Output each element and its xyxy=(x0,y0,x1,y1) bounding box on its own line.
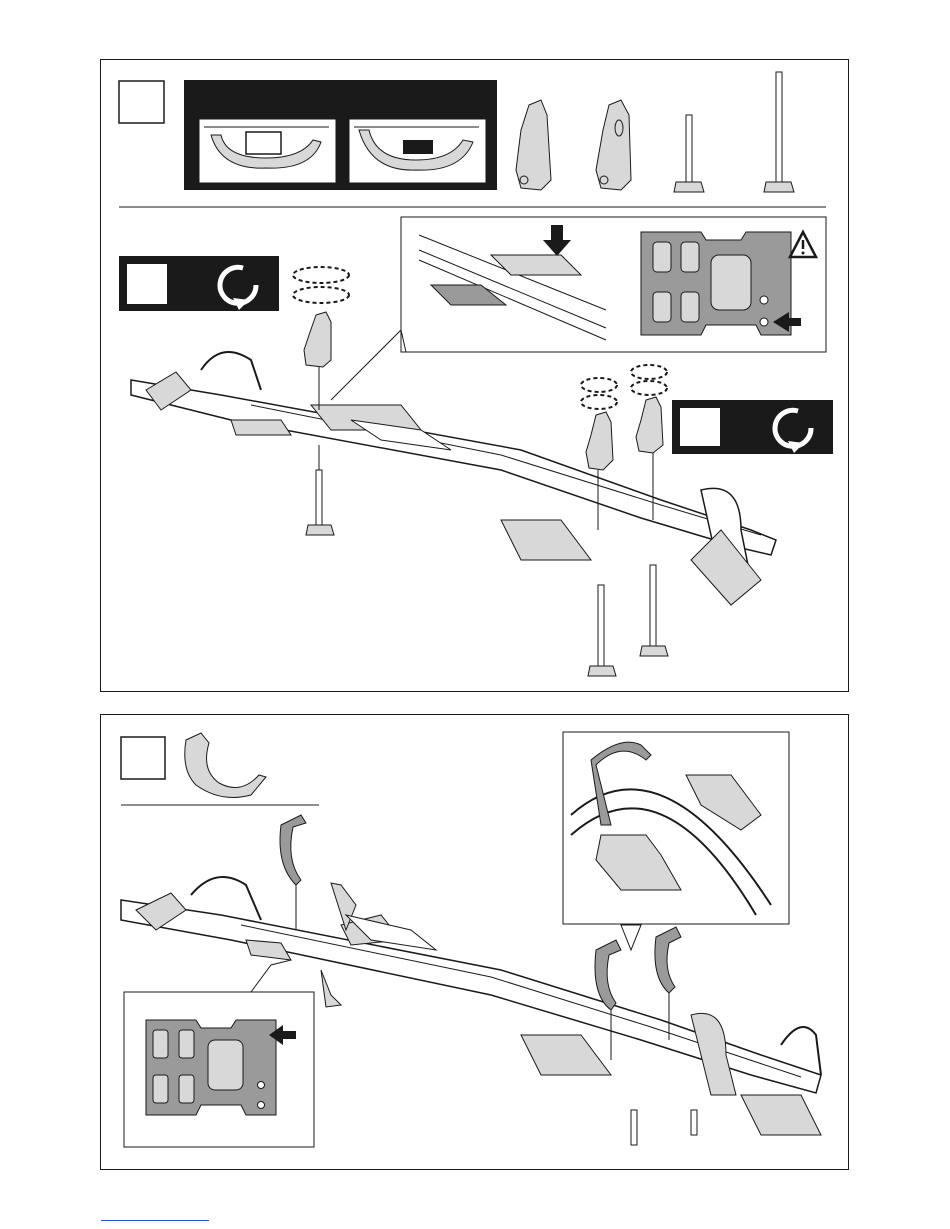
footer-link-underline xyxy=(101,1220,209,1221)
step-2-illustration xyxy=(101,715,850,1171)
step-panel-2 xyxy=(100,714,849,1170)
callout-pointer xyxy=(331,330,406,400)
step-panel-1 xyxy=(100,59,849,692)
strap-part-icon xyxy=(185,733,266,797)
detail-inset-plate xyxy=(124,960,314,1147)
step-number-box xyxy=(121,737,165,779)
detail-inset-top xyxy=(401,217,826,352)
step-1-illustration xyxy=(101,60,850,693)
long-t-bolt-placed-a xyxy=(588,585,616,676)
detail-inset-strap xyxy=(563,732,789,950)
strap-holder-rotate-left xyxy=(293,267,349,410)
short-t-bolt-placed xyxy=(306,445,334,535)
step-number-box xyxy=(119,81,164,123)
strap-holder-part-a xyxy=(516,100,551,190)
rotate-instruction-box-right xyxy=(672,400,833,454)
strap-holder-part-b xyxy=(596,100,631,190)
bike-rack-illustration xyxy=(131,352,776,605)
strap-placed-left xyxy=(280,815,306,930)
long-t-bolt xyxy=(764,72,794,192)
rotate-instruction-box-left xyxy=(119,256,279,311)
short-t-bolt xyxy=(674,115,704,192)
long-t-bolt-placed-b xyxy=(640,565,668,656)
parts-box xyxy=(184,80,497,190)
